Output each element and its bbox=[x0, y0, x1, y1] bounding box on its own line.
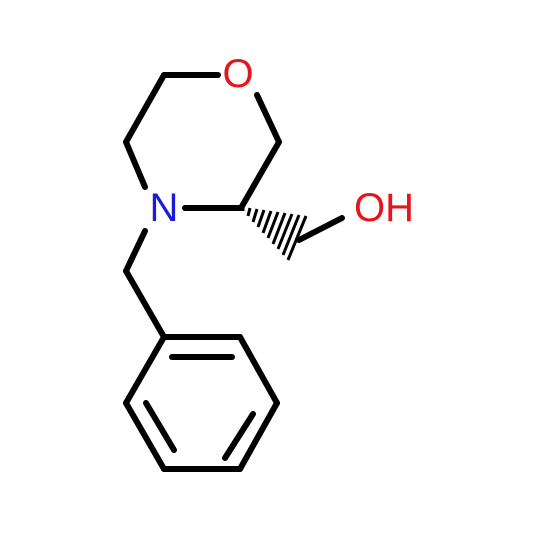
bond-ch2-oh bbox=[296, 215, 345, 243]
bond-ch2-ring bbox=[123, 268, 167, 340]
atom-nitrogen: N bbox=[150, 186, 179, 230]
benzene-ring bbox=[123, 334, 280, 472]
atom-oxygen-ring: O bbox=[222, 52, 253, 96]
bond-c2-c3 bbox=[238, 139, 282, 211]
bond-o-c2 bbox=[254, 92, 282, 145]
stereo-hashed-wedge bbox=[241, 207, 308, 261]
bond-c5-c6 bbox=[123, 72, 167, 145]
atom-hydroxyl: OH bbox=[354, 186, 414, 230]
bond-n-ch2 bbox=[123, 228, 148, 274]
bond-n-c5 bbox=[123, 139, 148, 190]
